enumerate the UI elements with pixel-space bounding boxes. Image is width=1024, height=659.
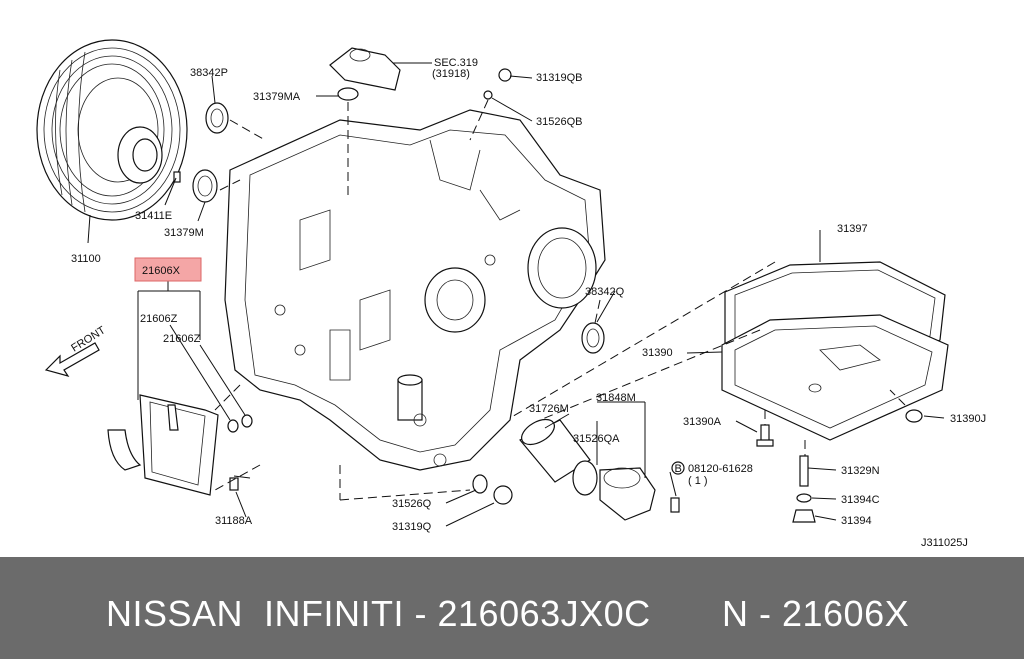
leader-lines [87, 62, 945, 527]
label-31918: (31918) [432, 68, 470, 80]
assembly-lines [214, 99, 906, 501]
label-21606z-a: 21606Z [140, 313, 178, 325]
label-31397: 31397 [837, 223, 868, 235]
solenoid-sec319 [329, 47, 401, 91]
front-arrow: FRONT [44, 324, 108, 378]
oil-seal-31379m [192, 169, 218, 203]
label-31319qb: 31319QB [536, 72, 582, 84]
footer-oem-code: N - 21606X [722, 593, 910, 634]
label-31526q: 31526Q [392, 498, 432, 510]
part-labels: SEC.319 (31918) 31319QB 38342P 31379MA 3… [71, 57, 986, 549]
label-31100: 31100 [71, 253, 101, 265]
torque-converter [36, 39, 188, 221]
oil-cooler-21606x [107, 394, 219, 496]
bolt-31390a [756, 424, 774, 447]
label-31188a: 31188A [215, 515, 253, 527]
oil-seal-38342p [205, 102, 229, 134]
plug-31319qb [498, 68, 512, 82]
bolt-08120 [670, 497, 680, 513]
label-21606z-b: 21606Z [163, 333, 201, 345]
magnet-31390j [905, 409, 923, 423]
oil-seal-38342q [581, 322, 605, 354]
label-38342p: 38342P [190, 67, 228, 79]
label-31526qb: 31526QB [536, 116, 582, 128]
plug-31319q [493, 485, 513, 505]
pin-31411e [173, 171, 181, 183]
label-ref-j311025j: J311025J [921, 537, 968, 549]
footer-part-number: NISSAN INFINITI - 216063JX0C [106, 593, 651, 634]
label-31379ma: 31379MA [253, 91, 301, 103]
washer-31394c [796, 493, 812, 503]
label-31726m: 31726M [529, 403, 569, 415]
label-38342q: 38342Q [585, 286, 625, 298]
label-31379m: 31379M [164, 227, 204, 239]
label-31394: 31394 [841, 515, 872, 527]
oil-pan-31390 [721, 314, 949, 441]
label-08120-qty: ( 1 ) [688, 475, 708, 487]
oring-31526qb [483, 90, 493, 100]
label-31390: 31390 [642, 347, 673, 359]
label-31411e: 31411E [135, 210, 172, 222]
highlight-21606x [134, 257, 202, 282]
label-31319q: 31319Q [392, 521, 432, 533]
drain-plug-31394 [792, 509, 816, 523]
oil-filter-31726m [519, 418, 591, 483]
label-31329n: 31329N [841, 465, 880, 477]
oring-21606z-b [241, 414, 253, 428]
label-31394c: 31394C [841, 494, 880, 506]
label-31848m: 31848M [596, 392, 636, 404]
oring-31379ma [337, 87, 359, 101]
label-31390a: 31390A [683, 416, 722, 428]
oring-31526q [472, 474, 488, 494]
label-21606x: 21606X [142, 265, 181, 277]
bolt-31188a [229, 475, 251, 491]
circle-b-label: B [675, 463, 682, 475]
oring-21606z-a [227, 419, 239, 433]
label-sec319: SEC.319 [434, 57, 478, 69]
label-31390j: 31390J [950, 413, 986, 425]
stud-31329n [799, 455, 809, 487]
footer-bar: NISSAN INFINITI - 216063JX0C N - 21606X [0, 557, 1024, 659]
label-31526qa: 31526QA [573, 433, 620, 445]
oring-31526qa [572, 460, 598, 496]
filter-cover-31848m [599, 467, 656, 521]
label-08120: 08120-61628 [688, 463, 753, 475]
circle-b-icon [671, 461, 685, 475]
parts-diagram: FRONT B SEC.319 (31918) 31319QB 38342P 3… [36, 39, 986, 549]
transaxle-case [224, 109, 606, 471]
